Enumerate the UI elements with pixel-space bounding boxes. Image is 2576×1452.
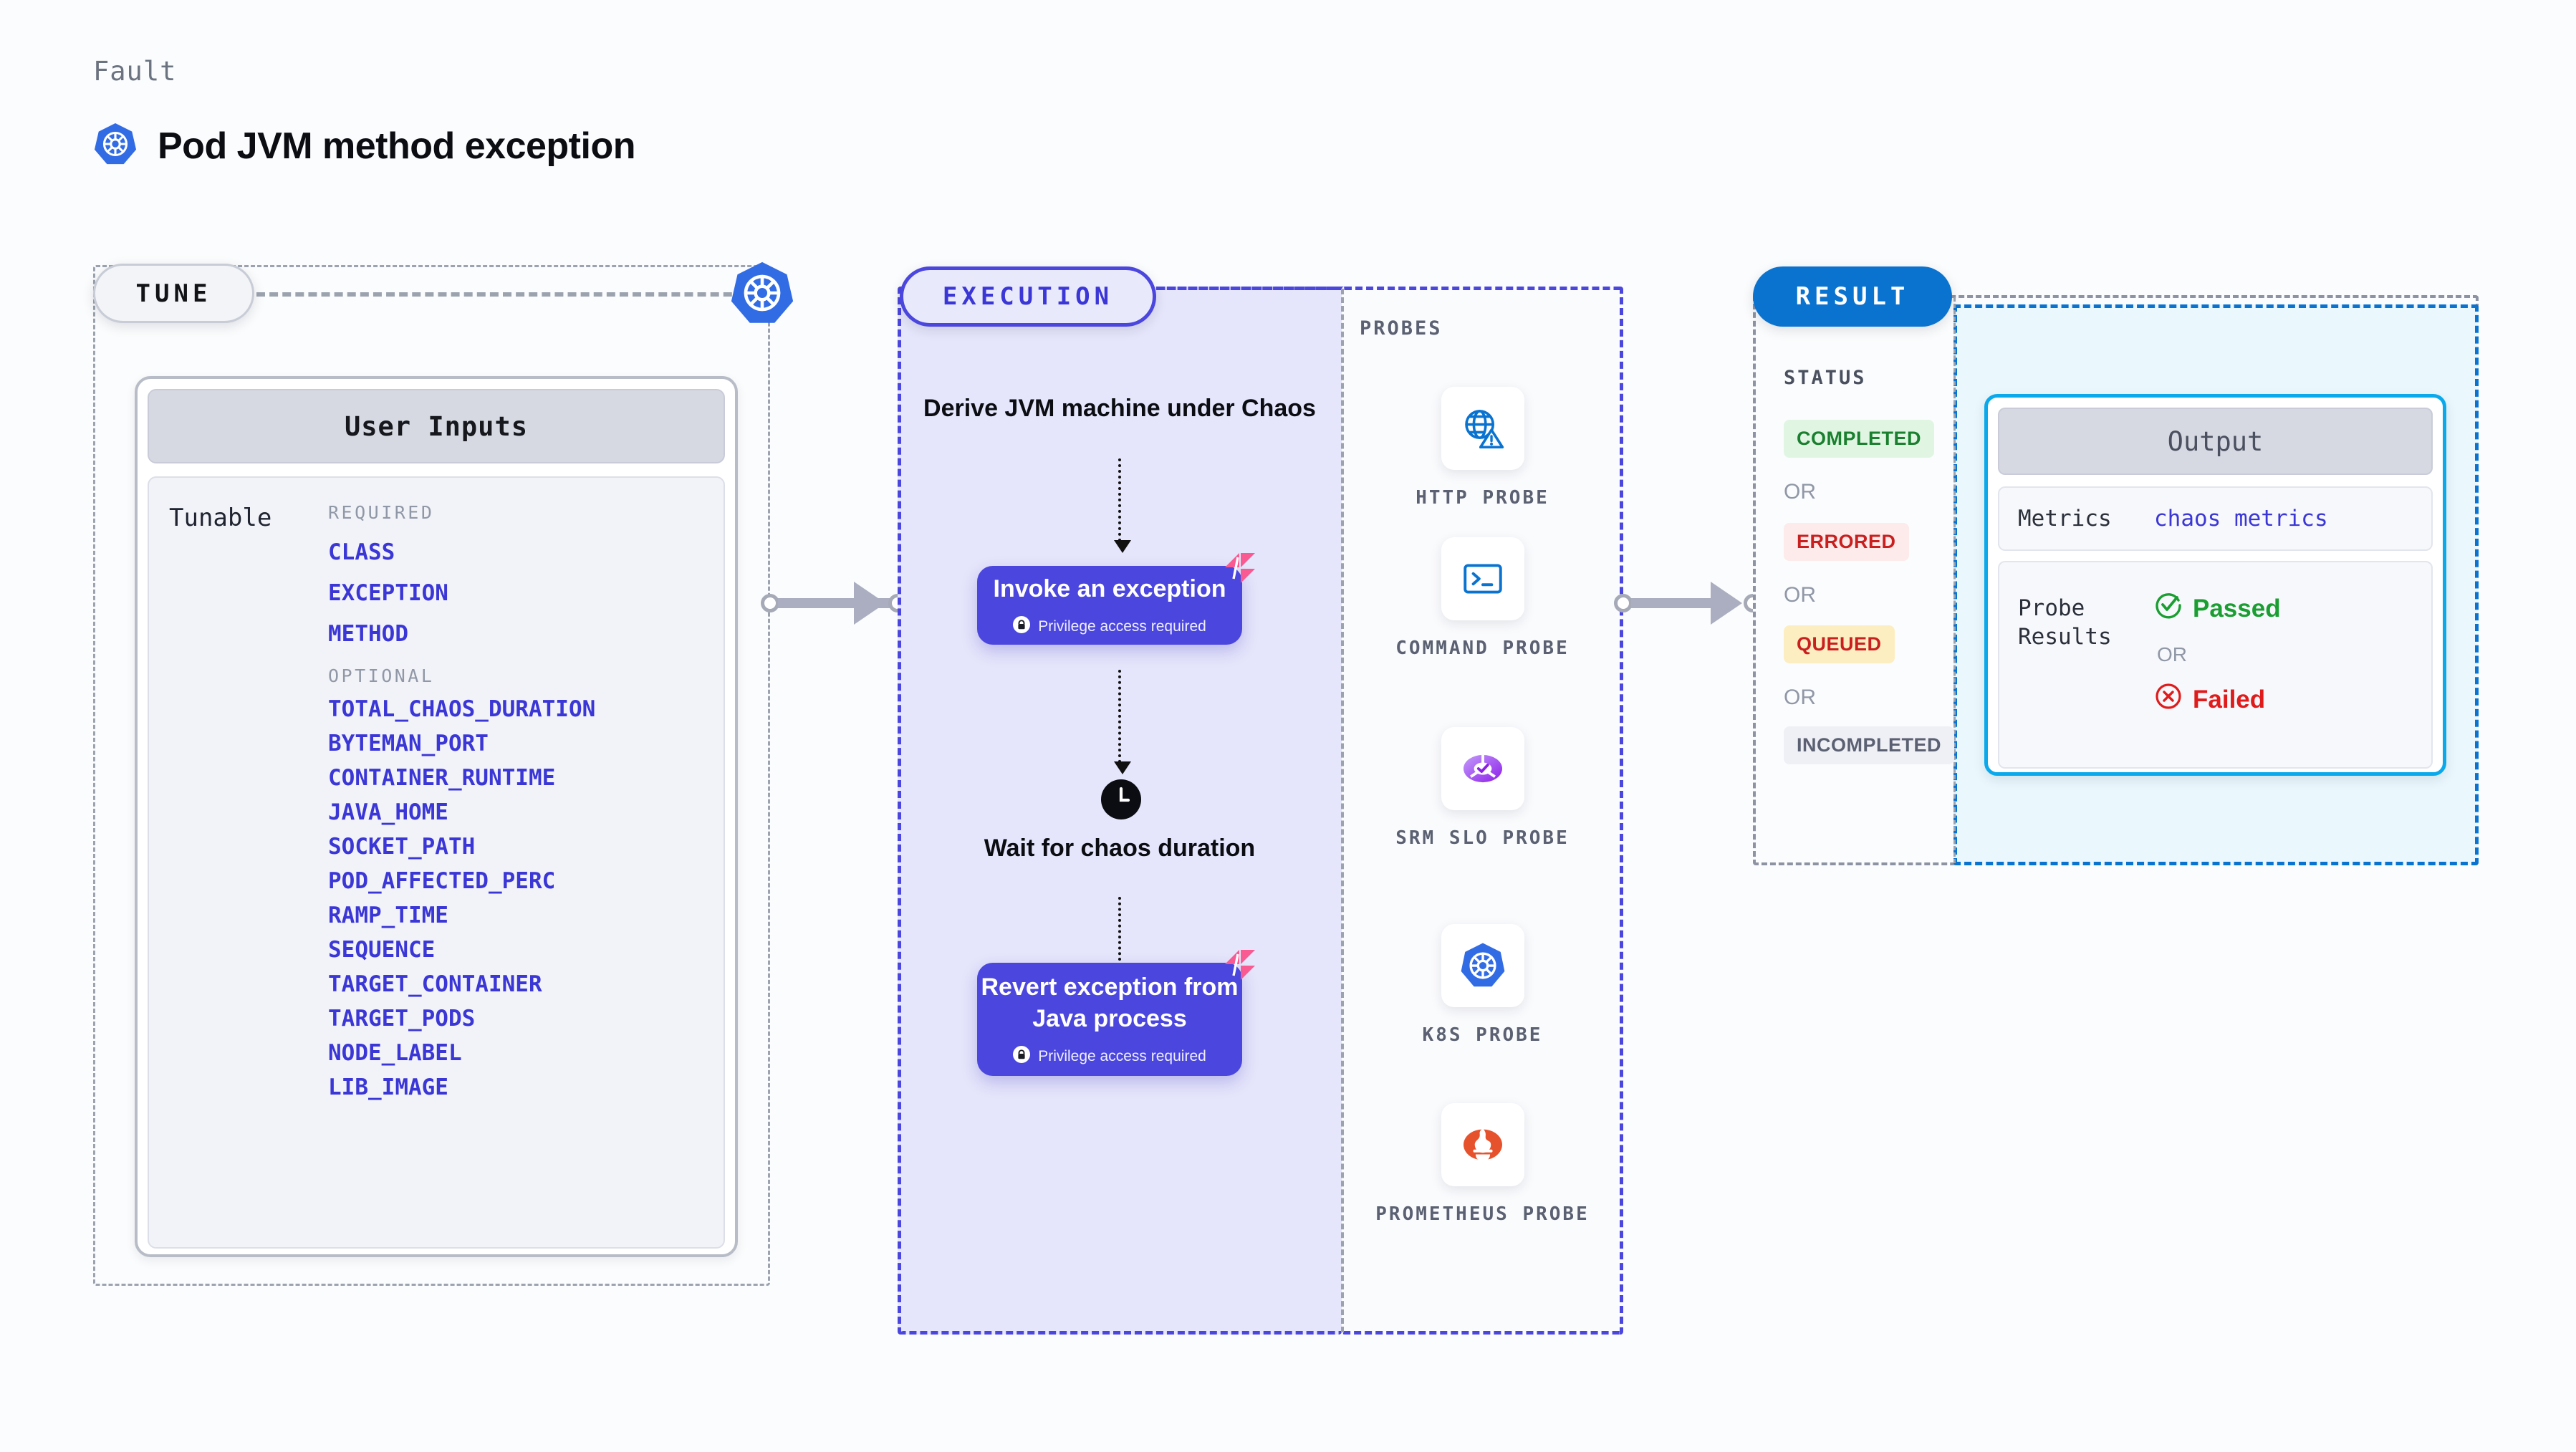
probe-label: HTTP PROBE [1416,487,1549,509]
probe-results-key: Probe Results [2018,595,2112,650]
execution-step-invoke[interactable]: Invoke an exception Privilege access req… [977,553,1255,645]
or-separator: OR [2157,643,2187,665]
param-sequence[interactable]: SEQUENCE [328,937,436,963]
harness-badge-icon [1219,947,1258,986]
status-badge-errored: ERRORED [1784,523,1909,561]
param-lib-image[interactable]: LIB_IMAGE [328,1074,448,1100]
metrics-row: Metrics chaos metrics [1998,486,2433,551]
harness-badge-icon [1219,550,1258,589]
execution-step-invoke-title: Invoke an exception [993,574,1226,602]
execution-step-revert-title: Revert exception from Java process [981,973,1239,1032]
tunable-parameters-panel: Tunable REQUIRED CLASS EXCEPTION METHOD … [148,476,725,1249]
probe-item-k8s[interactable]: K8S PROBE [1342,924,1623,1048]
output-card: Output Metrics chaos metrics Probe Resul… [1984,394,2446,776]
status-badge-queued: QUEUED [1784,625,1895,663]
param-total-chaos-duration[interactable]: TOTAL_CHAOS_DURATION [328,696,596,722]
x-circle-icon [2154,682,2183,717]
metrics-key: Metrics [2018,505,2112,532]
param-pod-affected-perc[interactable]: POD_AFFECTED_PERC [328,868,556,894]
failed-label: Failed [2193,685,2266,713]
kubernetes-icon [1441,924,1524,1007]
group-label-optional: OPTIONAL [328,665,435,686]
probe-label: PROMETHEUS PROBE [1375,1203,1590,1225]
fault-eyebrow-label: Fault [93,56,177,87]
execution-stage-pill[interactable]: EXECUTION [900,266,1156,327]
or-separator: OR [1784,480,1816,504]
param-target-container[interactable]: TARGET_CONTAINER [328,971,542,997]
probe-results-row: Probe Results Passed OR [1998,561,2433,769]
probe-verdict-failed: Failed [2154,682,2281,717]
kubernetes-icon [729,260,795,326]
lock-icon [1013,1046,1031,1067]
param-class[interactable]: CLASS [328,539,395,565]
execution-heading: Derive JVM machine under Chaos [923,395,1316,422]
tune-stage-pill[interactable]: TUNE [93,264,254,323]
flow-arrow-1 [1114,458,1131,553]
user-inputs-card: User Inputs Tunable REQUIRED CLASS EXCEP… [135,376,738,1257]
tune-pill-label: TUNE [135,279,212,308]
execution-pill-label: EXECUTION [942,282,1114,311]
probes-section-label: PROBES [1360,317,1443,340]
probes-left-divider [1341,289,1344,1332]
param-target-pods[interactable]: TARGET_PODS [328,1006,476,1032]
result-inner-divider [1953,297,1956,863]
probe-verdict-passed: Passed [2154,591,2281,626]
param-java-home[interactable]: JAVA_HOME [328,799,448,825]
or-separator: OR [1784,583,1816,607]
probe-item-prometheus[interactable]: PROMETHEUS PROBE [1342,1103,1623,1227]
metrics-value-link[interactable]: chaos metrics [2154,506,2328,532]
param-method[interactable]: METHOD [328,621,408,647]
param-ramp-time[interactable]: RAMP_TIME [328,903,448,928]
probe-label: K8S PROBE [1422,1024,1543,1046]
param-node-label[interactable]: NODE_LABEL [328,1040,462,1066]
group-label-required: REQUIRED [328,502,435,523]
clock-icon [1101,779,1141,819]
execution-top-dashed-edge [1156,287,1344,290]
flow-arrow-2 [1114,670,1131,774]
srm-slo-icon [1441,727,1524,810]
privilege-note-text: Privilege access required [1038,617,1206,635]
globe-warning-icon [1441,387,1524,470]
probe-item-srm-slo[interactable]: SRM SLO PROBE [1342,727,1623,851]
probe-label: SRM SLO PROBE [1395,827,1570,849]
output-card-title: Output [1998,408,2433,475]
tunable-label: Tunable [169,504,272,532]
execution-step-revert[interactable]: Revert exception from Java process Privi… [977,950,1255,1076]
page-title: Pod JVM method exception [158,125,635,167]
privilege-note-row: Privilege access required [1013,1046,1206,1067]
status-badge-incompleted: INCOMPLETED [1784,726,1955,764]
param-container-runtime[interactable]: CONTAINER_RUNTIME [328,765,556,791]
terminal-icon [1441,537,1524,620]
user-inputs-card-title: User Inputs [148,389,725,463]
param-socket-path[interactable]: SOCKET_PATH [328,834,476,860]
privilege-note-row: Privilege access required [1013,616,1206,637]
param-exception[interactable]: EXCEPTION [328,580,448,606]
passed-label: Passed [2193,594,2281,622]
status-badge-completed: COMPLETED [1784,420,1935,458]
probe-item-http[interactable]: HTTP PROBE [1342,387,1623,511]
probe-label: COMMAND PROBE [1395,638,1570,659]
privilege-note-text: Privilege access required [1038,1047,1206,1064]
kubernetes-icon [93,122,138,170]
result-stage-pill[interactable]: RESULT [1753,266,1952,327]
tune-top-dashed-connector [256,292,758,297]
status-section-label: STATUS [1784,367,1867,389]
check-circle-icon [2154,591,2183,626]
probe-item-command[interactable]: COMMAND PROBE [1342,537,1623,661]
prometheus-icon [1441,1103,1524,1186]
wait-step-label: Wait for chaos duration [984,835,1256,862]
page-title-row: Pod JVM method exception [93,122,635,170]
lock-icon [1013,616,1031,637]
result-pill-label: RESULT [1795,282,1910,311]
param-byteman-port[interactable]: BYTEMAN_PORT [328,731,489,756]
parameter-column: REQUIRED CLASS EXCEPTION METHOD OPTIONAL… [328,492,716,1099]
or-separator: OR [1784,686,1816,709]
